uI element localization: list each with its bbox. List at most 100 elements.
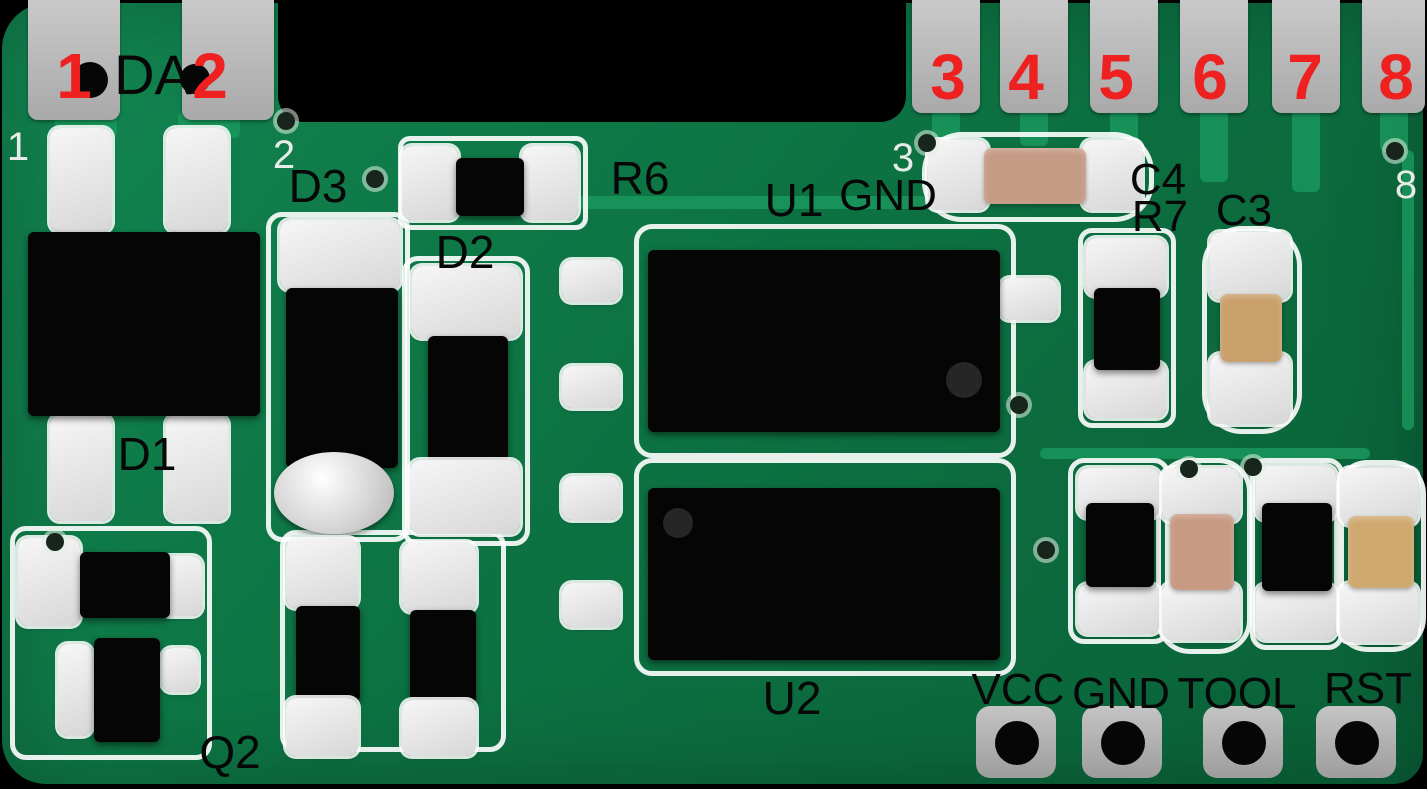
edge-pad-6 bbox=[1180, 0, 1248, 113]
label-u2: U2 bbox=[762, 672, 822, 724]
label-vcc: VCC bbox=[971, 665, 1065, 714]
solder-pad bbox=[18, 538, 80, 626]
silk-outline-u2 bbox=[634, 458, 1016, 676]
solder-pad bbox=[562, 583, 620, 627]
u1-pin1-dot bbox=[946, 362, 982, 398]
component-r6 bbox=[456, 158, 524, 216]
silk-pin-2: 2 bbox=[272, 133, 296, 177]
label-rst: RST bbox=[1324, 664, 1412, 713]
solder-pad bbox=[402, 542, 476, 612]
solder-pad bbox=[402, 700, 476, 756]
component-u2 bbox=[648, 488, 1000, 660]
pin-number-8: 8 bbox=[1378, 41, 1414, 113]
pin-number-3: 3 bbox=[930, 41, 966, 113]
silk-outline-br3 bbox=[1250, 458, 1344, 650]
silk-outline-br2 bbox=[1156, 458, 1252, 654]
u2-pin1-dot bbox=[663, 508, 693, 538]
header-hole-vcc bbox=[995, 721, 1039, 765]
trace bbox=[1402, 150, 1414, 430]
component-q1-leg bbox=[94, 638, 160, 742]
label-d1: D1 bbox=[117, 428, 177, 480]
silk-outline-q2 bbox=[280, 530, 506, 752]
pin-number-4: 4 bbox=[1008, 41, 1044, 113]
silk-outline-q1 bbox=[10, 526, 212, 760]
component-d3 bbox=[286, 288, 398, 468]
label-d2: D2 bbox=[435, 226, 495, 278]
trace bbox=[1200, 110, 1228, 182]
edge-pad-2-hole bbox=[180, 64, 210, 94]
solder-pad bbox=[286, 538, 358, 608]
component-br-resistor-1 bbox=[1086, 503, 1154, 587]
via bbox=[1386, 142, 1404, 160]
component-u1 bbox=[648, 250, 1000, 432]
silk-pin-8: 8 bbox=[1394, 163, 1418, 207]
pin-number-7: 7 bbox=[1287, 41, 1323, 113]
trace bbox=[1292, 110, 1320, 192]
label-r7: R7 bbox=[1131, 192, 1189, 241]
solder-pad bbox=[1086, 238, 1166, 296]
board-top-notch bbox=[278, 0, 906, 122]
solder-pad bbox=[402, 146, 458, 220]
solder-pad bbox=[162, 648, 198, 692]
silk-outline-c3 bbox=[1202, 226, 1302, 434]
via bbox=[918, 134, 936, 152]
edge-pad-4 bbox=[1000, 0, 1068, 113]
trace bbox=[1040, 448, 1370, 459]
edge-pad-5 bbox=[1090, 0, 1158, 113]
pin-number-5: 5 bbox=[1098, 41, 1134, 113]
solder-pad bbox=[1082, 140, 1142, 210]
label-gnd-bottom: GND bbox=[1072, 669, 1170, 718]
trace bbox=[560, 196, 940, 209]
solder-pad bbox=[58, 644, 92, 736]
via bbox=[1180, 460, 1198, 478]
edge-pad-8 bbox=[1362, 0, 1425, 113]
solder-pad bbox=[1340, 583, 1418, 642]
label-q2: Q2 bbox=[199, 726, 261, 778]
label-r6: R6 bbox=[610, 152, 670, 204]
solder-pad bbox=[1256, 584, 1336, 640]
edge-pad-1 bbox=[28, 0, 120, 120]
component-d1 bbox=[28, 232, 260, 416]
label-tool: TOOL bbox=[1177, 669, 1297, 718]
solder-pad bbox=[562, 366, 620, 408]
label-gnd-top: GND bbox=[839, 171, 937, 220]
silk-outline-br1 bbox=[1068, 458, 1170, 644]
via bbox=[366, 170, 384, 188]
label-c4: C4 bbox=[1129, 155, 1187, 204]
edge-pad-1-hole bbox=[72, 62, 108, 98]
solder-pad bbox=[1000, 278, 1058, 320]
header-hole-tool bbox=[1222, 721, 1266, 765]
silk-outline-br4 bbox=[1334, 460, 1426, 652]
solder-pad bbox=[166, 128, 228, 232]
pin-number-2: 2 bbox=[192, 40, 228, 112]
solder-pad bbox=[928, 140, 988, 210]
solder-pad bbox=[410, 460, 520, 534]
silk-pin-1: 1 bbox=[6, 125, 30, 169]
pin-number-6: 6 bbox=[1192, 41, 1228, 113]
component-c3 bbox=[1220, 294, 1282, 362]
component-br-cap-2 bbox=[1348, 516, 1414, 588]
solder-blob bbox=[274, 452, 394, 534]
trace bbox=[1020, 110, 1048, 146]
component-q2-b bbox=[410, 610, 476, 704]
solder-pad bbox=[562, 260, 620, 302]
solder-pad bbox=[286, 698, 358, 756]
component-d2 bbox=[428, 336, 508, 466]
solder-pad bbox=[1086, 362, 1166, 418]
component-q2-a bbox=[296, 606, 360, 702]
label-da: DA bbox=[114, 43, 192, 106]
label-d3: D3 bbox=[288, 160, 348, 212]
component-br-cap-1 bbox=[1170, 514, 1234, 590]
solder-pad bbox=[1078, 584, 1160, 634]
silk-outline-c4 bbox=[922, 132, 1154, 222]
edge-pad-7 bbox=[1272, 0, 1340, 113]
solder-pad bbox=[280, 220, 400, 290]
via bbox=[277, 112, 295, 130]
header-hole-gnd bbox=[1101, 721, 1145, 765]
header-hole-rst bbox=[1335, 721, 1379, 765]
component-r7 bbox=[1094, 288, 1160, 370]
solder-pad bbox=[166, 415, 228, 521]
solder-pad bbox=[1162, 583, 1240, 640]
component-br-resistor-2 bbox=[1262, 503, 1332, 591]
